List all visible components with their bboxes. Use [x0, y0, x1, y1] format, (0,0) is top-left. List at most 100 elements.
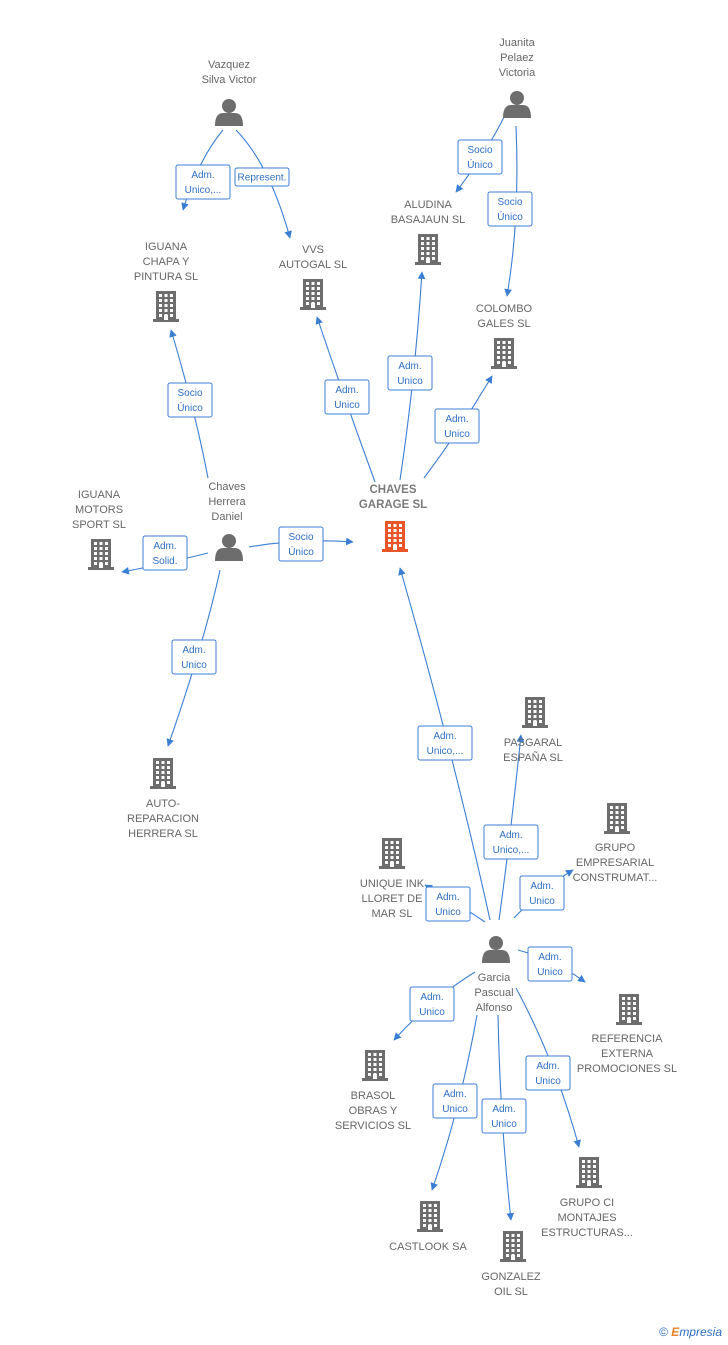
node-label-line: GRUPO: [595, 842, 636, 854]
edge-label-box: [171, 639, 217, 675]
person-icon: [215, 534, 243, 561]
edge-label-text: Represent.: [238, 173, 287, 184]
node-label-line: Vazquez: [208, 59, 250, 71]
brand-logo[interactable]: Empresia: [671, 1325, 722, 1339]
edge-label-text: Unico: [529, 896, 555, 907]
node-label-line: CASTLOOK SA: [389, 1241, 467, 1253]
edge-label-box: [324, 379, 370, 415]
edge-label-text: Unico: [181, 660, 207, 671]
node-label-line: Juanita: [499, 37, 535, 49]
building-icon: [491, 338, 517, 369]
building-icon: [522, 697, 548, 728]
edge-label-text: Unico: [419, 1007, 445, 1018]
edge-label-box: [434, 408, 480, 444]
edge-label-vazquez-to-iguana_chapa[interactable]: Adm. Unico,...: [175, 164, 231, 200]
edge-label-text: Adm.: [433, 731, 456, 742]
node-castlook[interactable]: CASTLOOK SA: [389, 1201, 467, 1253]
edge-label-garcia-to-gonzalez[interactable]: Adm.Unico: [481, 1098, 527, 1134]
edge-label-garcia-to-referencia[interactable]: Adm.Unico: [527, 946, 573, 982]
node-label-line: GONZALEZ: [481, 1271, 541, 1283]
edge-label-box: [175, 164, 231, 200]
building-icon: [88, 539, 114, 570]
node-label-line: AUTOGAL SL: [279, 259, 347, 271]
node-label-line: Herrera: [208, 496, 246, 508]
edge-label-garcia-to-castlook[interactable]: Adm.Unico: [432, 1083, 478, 1119]
edge-label-box: [387, 355, 433, 391]
edge-label-box: [483, 824, 539, 860]
edge-label-box: [527, 946, 573, 982]
node-label-line: COLOMBO: [476, 303, 533, 315]
edge-label-garcia-to-brasol[interactable]: Adm. Unico: [409, 986, 455, 1022]
node-label-line: EMPRESARIAL: [576, 857, 654, 869]
node-label-line: SPORT SL: [72, 519, 126, 531]
edge-label-text: Unico: [397, 376, 423, 387]
edge-label-text: Socio: [288, 532, 313, 543]
node-label-line: LLORET DE: [362, 893, 423, 905]
edge-label-box: [425, 886, 471, 922]
edge-label-chaves_garage-to-vvs[interactable]: Adm.Unico: [324, 379, 370, 415]
node-label-line: Garcia: [478, 972, 511, 984]
edge-label-garcia-to-grupo_emp[interactable]: Adm.Unico: [519, 875, 565, 911]
node-label-line: Daniel: [211, 511, 242, 523]
edge-label-garcia-to-chaves_garage[interactable]: Adm.Unico,...: [417, 725, 473, 761]
edge-label-box: [457, 139, 503, 175]
node-label-line: EXTERNA: [601, 1048, 654, 1060]
node-label-line: CHAVES: [369, 484, 416, 496]
edge-label-text: Adm.: [492, 1104, 515, 1115]
person-icon: [503, 91, 531, 118]
edge-label-garcia-to-pasgaral[interactable]: Adm.Unico,...: [483, 824, 539, 860]
node-grupo_ci[interactable]: GRUPO CIMONTAJESESTRUCTURAS...: [541, 1157, 633, 1239]
edge-label-chaves_garage-to-colombo[interactable]: Adm.Unico: [434, 408, 480, 444]
edge-label-garcia-to-grupo_ci[interactable]: Adm.Unico: [525, 1055, 571, 1091]
edge-label-chaves_garage-to-aludina[interactable]: Adm. Unico: [387, 355, 433, 391]
node-label-line: GRUPO CI: [560, 1197, 614, 1209]
edge-label-box: [417, 725, 473, 761]
edge-label-box: [167, 382, 213, 418]
edge-label-text: Solid.: [152, 556, 177, 567]
node-label-line: REFERENCIA: [592, 1033, 664, 1045]
edge-label-text: Unico: [444, 429, 470, 440]
edge-label-text: Unico: [334, 400, 360, 411]
node-label-line: UNIQUE INK: [360, 878, 425, 890]
edge-label-box: [481, 1098, 527, 1134]
node-grupo_emp[interactable]: GRUPOEMPRESARIALCONSTRUMAT...: [573, 803, 658, 884]
edge-label-text: Adm.: [153, 541, 176, 552]
edge-label-text: Adm.: [538, 952, 561, 963]
edge-label-text: Unico,...: [185, 185, 222, 196]
edge-label-garcia-to-unique[interactable]: Adm.Unico: [425, 886, 471, 922]
edge-label-text: Adm.: [420, 992, 443, 1003]
node-unique[interactable]: UNIQUE INK LLORET DE MAR SL: [360, 838, 425, 920]
edge-labels-layer: Adm.Unico,...Represent.SocioÚnicoSocioÚn…: [142, 139, 573, 1134]
node-label-line: MAR SL: [372, 908, 413, 920]
edge-label-chaves_person-to-iguana_motors[interactable]: Adm. Solid.: [142, 535, 188, 571]
edge-label-chaves_person-to-auto_rep[interactable]: Adm.Unico: [171, 639, 217, 675]
node-label-line: Pelaez: [500, 52, 534, 64]
node-label-line: BASAJAUN SL: [391, 214, 466, 226]
edge-label-text: Adm.: [398, 361, 421, 372]
node-label-line: HERRERA SL: [128, 828, 198, 840]
edge-label-vazquez-to-vvs[interactable]: Represent.: [234, 167, 290, 187]
edge-label-text: Adm.: [191, 170, 214, 181]
node-label-line: PINTURA SL: [134, 271, 198, 283]
